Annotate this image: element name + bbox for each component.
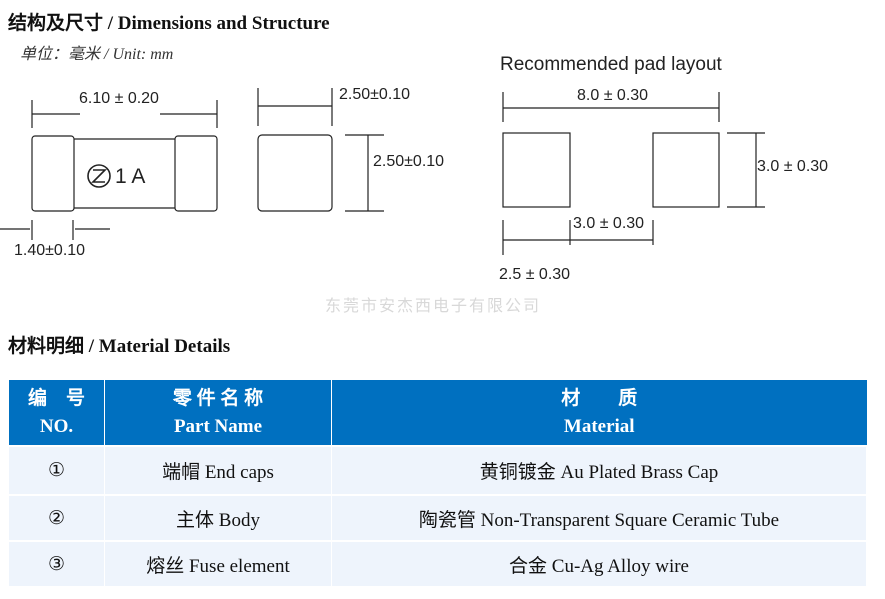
dimension-drawing — [0, 88, 765, 255]
length-dimension: 6.10 ± 0.20 — [79, 90, 159, 107]
material: 合金 Cu-Ag Alloy wire — [331, 540, 867, 586]
part-name: 熔丝 Fuse element — [104, 540, 332, 586]
header-material-en: Material — [563, 415, 635, 437]
pad-layout-title: Recommended pad layout — [500, 54, 722, 75]
unit-label: 单位：毫米 / Unit: mm — [20, 46, 174, 63]
section-title-materials: 材料明细 / Material Details — [8, 336, 231, 357]
fuse-marking: 1 A — [115, 165, 146, 188]
height-dimension: 2.50±0.10 — [373, 153, 445, 170]
material: 陶瓷管 Non-Transparent Square Ceramic Tube — [331, 494, 867, 541]
pad-width-dimension: 2.5 ± 0.30 — [499, 266, 571, 283]
row-number: ③ — [9, 540, 105, 586]
header-part-cn: 零 件 名 称 — [172, 387, 264, 409]
pad-total-dimension: 8.0 ± 0.30 — [577, 87, 649, 104]
width-dimension: 2.50±0.10 — [339, 86, 411, 103]
header-no-cn: 编 号 — [27, 387, 85, 409]
pad-height-dimension: 3.0 ± 0.30 — [757, 158, 829, 175]
row-number: ② — [9, 494, 105, 541]
header-part-en: Part Name — [173, 415, 263, 437]
table-header: 编 号 NO. 零 件 名 称 Part Name 材 质 Material — [9, 380, 867, 446]
cap-length-dimension: 1.40±0.10 — [14, 242, 86, 259]
header-material-cn: 材 质 — [561, 387, 638, 409]
part-name: 主体 Body — [104, 494, 332, 541]
pad-gap-dimension: 3.0 ± 0.30 — [573, 215, 645, 232]
watermark: 东莞市安杰西电子有限公司 — [325, 296, 542, 315]
row-number: ① — [9, 445, 105, 495]
section-title-dimensions: 结构及尺寸 / Dimensions and Structure — [8, 13, 330, 34]
header-no-en: NO. — [39, 415, 74, 437]
part-name: 端帽 End caps — [104, 445, 332, 495]
material: 黄铜镀金 Au Plated Brass Cap — [331, 445, 867, 495]
